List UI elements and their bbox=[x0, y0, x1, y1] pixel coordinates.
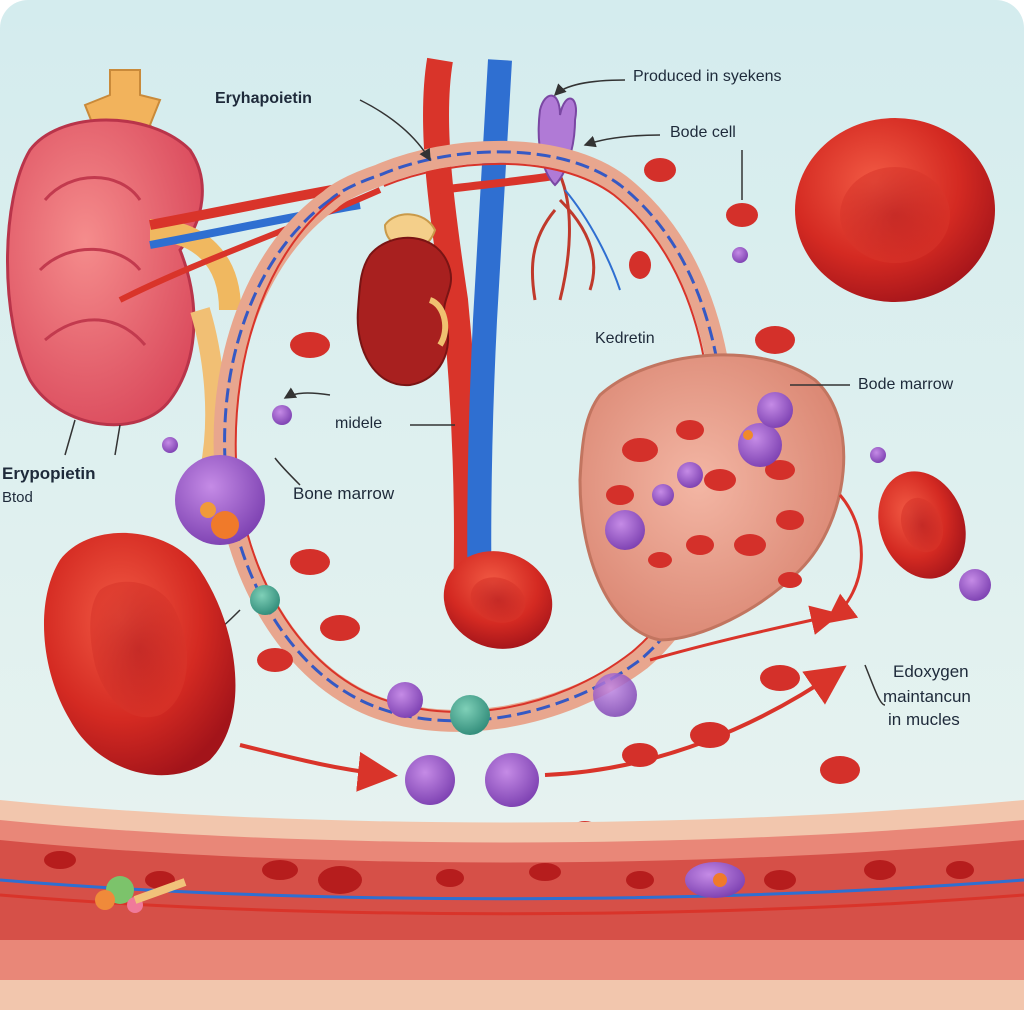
label-erythropoietin-top: Eryhapoietin bbox=[215, 90, 312, 107]
kidney-center bbox=[356, 213, 453, 387]
aorta bbox=[423, 57, 480, 621]
bone-marrow-detail bbox=[578, 353, 846, 642]
renal-artery-branch bbox=[118, 187, 382, 303]
label-oxygen-line2: maintancun bbox=[883, 687, 971, 706]
label-produced: Produced in syekens bbox=[633, 68, 782, 85]
label-midele: midele bbox=[335, 415, 383, 432]
rbc-large-right bbox=[795, 118, 995, 302]
rbc-large-left bbox=[43, 532, 236, 776]
kidney-left bbox=[6, 69, 241, 427]
vena-cava bbox=[467, 59, 512, 621]
label-erythropoietin-left: Erypopietin bbox=[2, 464, 96, 483]
label-oxygen-line1: Edoxygen bbox=[893, 662, 969, 681]
rbc-small-group bbox=[257, 158, 860, 849]
capillary-branches bbox=[530, 174, 596, 301]
label-kedretin: Kedretin bbox=[595, 330, 655, 347]
pointer-erythropoietin-left bbox=[64, 419, 121, 456]
blood-vessel-cross-section bbox=[0, 800, 1024, 1010]
label-bone-marrow: Bone marrow bbox=[293, 484, 395, 503]
pointer-erythropoietin bbox=[359, 99, 431, 162]
pointer-produced bbox=[553, 79, 626, 97]
label-oxygen-line3: in mucles bbox=[888, 710, 960, 729]
pointer-bone-marrow bbox=[274, 457, 301, 486]
label-blood: Btod bbox=[2, 489, 33, 506]
pointer-oxygen bbox=[864, 664, 886, 706]
pointer-midele bbox=[283, 387, 331, 399]
label-bode-marrow: Bode marrow bbox=[858, 376, 954, 393]
rbc-right-mid bbox=[878, 471, 966, 579]
stem-cells bbox=[162, 247, 991, 807]
marrow-output-arrow bbox=[649, 605, 841, 662]
ureter bbox=[190, 307, 226, 472]
flow-arrow-left bbox=[239, 743, 398, 792]
label-bode-cell: Bode cell bbox=[670, 124, 736, 141]
rbc-center bbox=[443, 551, 553, 649]
pointer-bode-cell bbox=[583, 134, 661, 148]
vein-branch bbox=[564, 189, 621, 291]
marrow-arrow bbox=[825, 494, 863, 624]
